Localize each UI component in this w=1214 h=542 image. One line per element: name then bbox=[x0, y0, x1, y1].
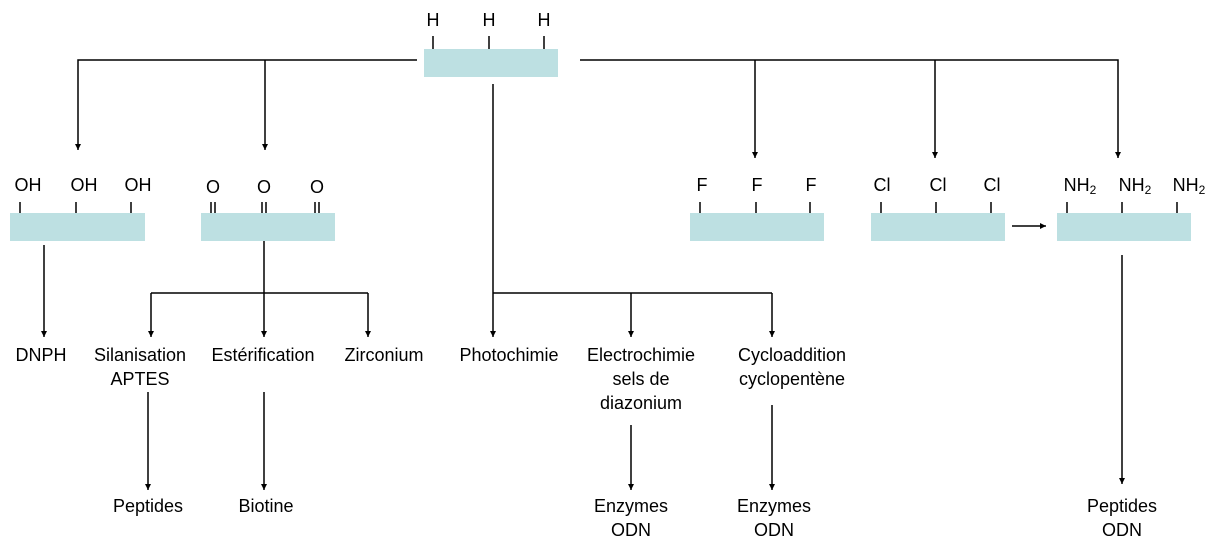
atom-label: OH bbox=[70, 175, 98, 195]
method-silanisation: Silanisation APTES bbox=[94, 343, 186, 391]
product-line: ODN bbox=[611, 520, 651, 540]
atom-label: F bbox=[696, 175, 708, 195]
method-line: cyclopentène bbox=[738, 369, 846, 389]
product-line: Enzymes bbox=[593, 496, 669, 516]
atom-label: O bbox=[205, 177, 221, 197]
oh-surface bbox=[10, 213, 145, 241]
atom-label: H bbox=[426, 10, 440, 30]
atom-label: H bbox=[537, 10, 551, 30]
atom-label: NH2 bbox=[1173, 175, 1206, 200]
atom-subscript: 2 bbox=[1144, 183, 1152, 197]
product-line: ODN bbox=[754, 520, 794, 540]
atom-label: OH bbox=[124, 175, 152, 195]
atom-label: Cl bbox=[873, 175, 891, 195]
connector-right bbox=[580, 59, 1121, 158]
product-enzymes-odn-1: Enzymes ODN bbox=[594, 494, 668, 542]
atom-label: NH2 bbox=[1119, 175, 1152, 200]
atom-subscript: 2 bbox=[1089, 183, 1097, 197]
root-surface bbox=[424, 49, 558, 77]
method-esterification: Estérification bbox=[211, 345, 315, 365]
method-zirconium: Zirconium bbox=[344, 345, 424, 365]
o-surface bbox=[201, 213, 335, 241]
atom-symbol: NH bbox=[1172, 175, 1199, 195]
atom-subscript: 2 bbox=[1198, 183, 1206, 197]
atom-label: Cl bbox=[983, 175, 1001, 195]
atom-label: OH bbox=[14, 175, 42, 195]
product-biotine: Biotine bbox=[238, 496, 294, 516]
method-line: Silanisation bbox=[93, 345, 187, 365]
method-photochimie: Photochimie bbox=[459, 345, 559, 365]
method-line: APTES bbox=[110, 369, 170, 389]
product-peptides: Peptides bbox=[112, 496, 184, 516]
method-line: Electrochimie bbox=[586, 345, 696, 365]
atom-symbol: NH bbox=[1063, 175, 1090, 195]
atom-label: F bbox=[805, 175, 817, 195]
atom-label: O bbox=[309, 177, 325, 197]
method-line: Cycloaddition bbox=[737, 345, 847, 365]
product-peptides-odn: Peptides ODN bbox=[1087, 494, 1157, 542]
atom-label: Cl bbox=[929, 175, 947, 195]
atom-label: NH2 bbox=[1064, 175, 1097, 200]
product-line: ODN bbox=[1102, 520, 1142, 540]
f-surface bbox=[690, 213, 824, 241]
nh2-surface bbox=[1057, 213, 1191, 241]
product-line: Peptides bbox=[1086, 496, 1158, 516]
atom-label: O bbox=[256, 177, 272, 197]
atom-label: F bbox=[751, 175, 763, 195]
atom-label: H bbox=[482, 10, 496, 30]
cl-surface bbox=[871, 213, 1005, 241]
product-enzymes-odn-2: Enzymes ODN bbox=[737, 494, 811, 542]
atom-symbol: NH bbox=[1118, 175, 1145, 195]
product-line: Enzymes bbox=[736, 496, 812, 516]
method-cycloaddition: Cycloaddition cyclopentène bbox=[738, 343, 846, 391]
method-electrochimie: Electrochimie sels de diazonium bbox=[587, 343, 695, 415]
method-dnph: DNPH bbox=[15, 345, 67, 365]
connector-left bbox=[75, 59, 417, 150]
method-line: sels de bbox=[612, 369, 670, 389]
method-line: diazonium bbox=[599, 393, 683, 413]
